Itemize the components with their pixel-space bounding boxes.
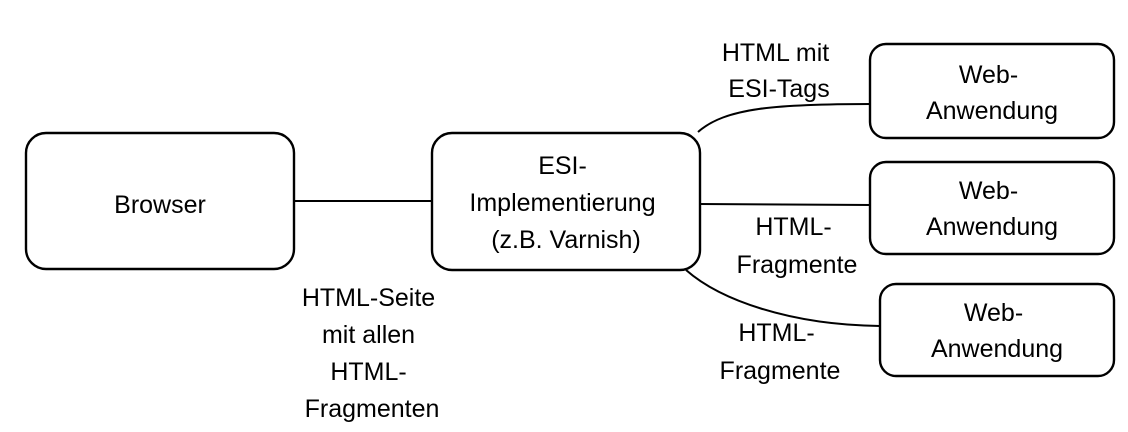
browser-label: Browser	[114, 191, 206, 219]
web-app-1-label-line-2: Anwendung	[926, 97, 1058, 125]
edge-label-esi-web1-line-2: ESI-Tags	[728, 75, 829, 103]
edge-label-esi-web2-line-1: HTML-	[755, 213, 831, 241]
edge-label-browser-esi-line-1: HTML-Seite	[302, 284, 435, 312]
edge-label-esi-web3-line-1: HTML-	[738, 319, 814, 347]
web-app-3-label-line-1: Web-	[964, 299, 1023, 327]
edge-label-esi-web3-line-2: Fragmente	[720, 357, 841, 385]
browser-node: Browser	[24, 131, 296, 271]
esi-node: ESI- Implementierung (z.B. Varnish)	[430, 131, 702, 272]
web-app-node-2: Web- Anwendung	[868, 160, 1116, 256]
web-app-1-label-line-1: Web-	[959, 61, 1018, 89]
web-app-node-1: Web- Anwendung	[868, 42, 1116, 140]
svg-text:Web- Anwendung: Web- Anwendung	[926, 177, 1058, 241]
web-app-node-3: Web- Anwendung	[878, 282, 1116, 378]
svg-text:Web- Anwendung: Web- Anwendung	[931, 299, 1063, 363]
edge-esi-web3	[685, 269, 881, 327]
edge-esi-web1	[697, 103, 873, 133]
svg-text:ESI- Implementierung: ESI- Implementierung (z.B. Varnish)	[469, 152, 662, 254]
edge-label-browser-esi-line-3: HTML-	[330, 358, 406, 386]
edge-label-browser-esi-line-2: mit allen	[322, 321, 415, 349]
web-app-2-label-line-1: Web-	[959, 177, 1018, 205]
esi-label-line-1: ESI-	[538, 152, 587, 180]
edge-label-esi-web2: HTML- Fragmente	[737, 213, 858, 279]
edge-label-browser-esi: HTML-Seite mit allen HTML- Fragmenten	[302, 284, 442, 423]
web-app-3-label-line-2: Anwendung	[931, 335, 1063, 363]
web-app-2-label-line-2: Anwendung	[926, 213, 1058, 241]
edge-label-esi-web3: HTML- Fragmente	[720, 319, 841, 385]
svg-text:Web- Anwendung: Web- Anwendung	[926, 61, 1058, 125]
edge-label-esi-web1-line-1: HTML mit	[722, 39, 829, 67]
edge-label-esi-web1: HTML mit ESI-Tags	[722, 39, 836, 103]
svg-text:Browser: Browser	[114, 191, 206, 219]
edge-esi-web2	[697, 203, 873, 206]
edge-label-browser-esi-line-4: Fragmenten	[305, 395, 440, 423]
edge-label-esi-web2-line-2: Fragmente	[737, 251, 858, 279]
esi-label-line-2: Implementierung	[469, 189, 655, 217]
esi-label-line-3: (z.B. Varnish)	[491, 226, 641, 254]
